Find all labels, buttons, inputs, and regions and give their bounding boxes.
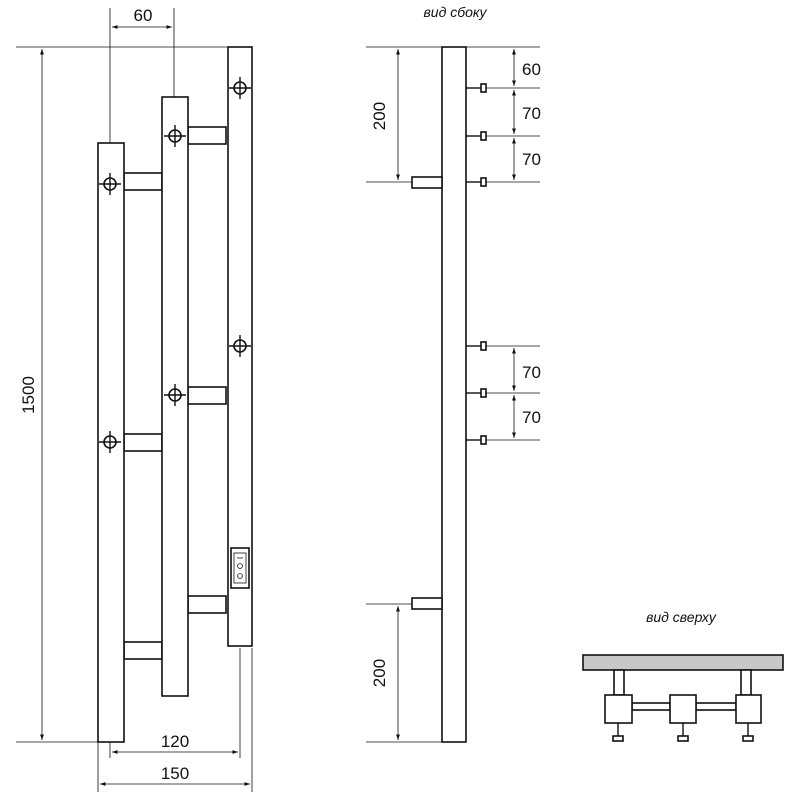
mounting-hole-icon [164,384,186,406]
connector [123,641,163,660]
bar-pin [466,83,487,93]
connector [187,595,227,614]
dim-side-d: 70 [522,363,541,382]
connector [123,433,163,452]
top-view: вид сверху [582,609,784,742]
mounting-hole-icon [229,335,251,357]
front-view: 60 1500 120 150 [16,6,253,792]
bar-pin [466,388,487,398]
wall-bracket [411,176,443,189]
top-connector-rod [695,702,737,711]
top-view-label: вид сверху [646,609,717,625]
dim-side-a: 60 [522,60,541,79]
top-stem [740,669,752,696]
mounting-hole-icon [99,173,121,195]
side-view: вид сбоку 200 200 60 [366,4,541,743]
bar-pin [466,177,487,187]
top-connector-rod [631,702,671,711]
dim-top-spacing: 60 [134,6,153,25]
connector [187,386,227,405]
bar-pin [742,723,754,742]
connector [123,172,163,191]
bar-section [604,694,633,724]
switch-box-icon [230,547,250,589]
mounting-hole-icon [99,431,121,453]
bar-pin [466,341,487,351]
dim-height: 1500 [19,376,38,414]
bar-pin [466,435,487,445]
dim-side-c: 70 [522,150,541,169]
dim-total-width: 150 [161,764,189,783]
dim-bottom-mount: 200 [370,659,389,687]
side-view-label: вид сбоку [424,4,488,20]
dim-inner-width: 120 [161,732,189,751]
wall-bracket [411,597,443,610]
dim-side-b: 70 [522,104,541,123]
mounting-hole-icon [229,77,251,99]
bar-section [669,694,697,724]
top-stem [613,669,625,696]
connector [187,126,227,145]
dim-top-mount: 200 [370,102,389,130]
bar-section [735,694,762,724]
wall-plate [582,654,784,671]
bar-pin [612,723,624,742]
mounting-hole-icon [164,125,186,147]
side-profile [441,46,467,743]
bar-pin [677,723,689,742]
bar-pin [466,131,487,141]
dim-side-e: 70 [522,408,541,427]
